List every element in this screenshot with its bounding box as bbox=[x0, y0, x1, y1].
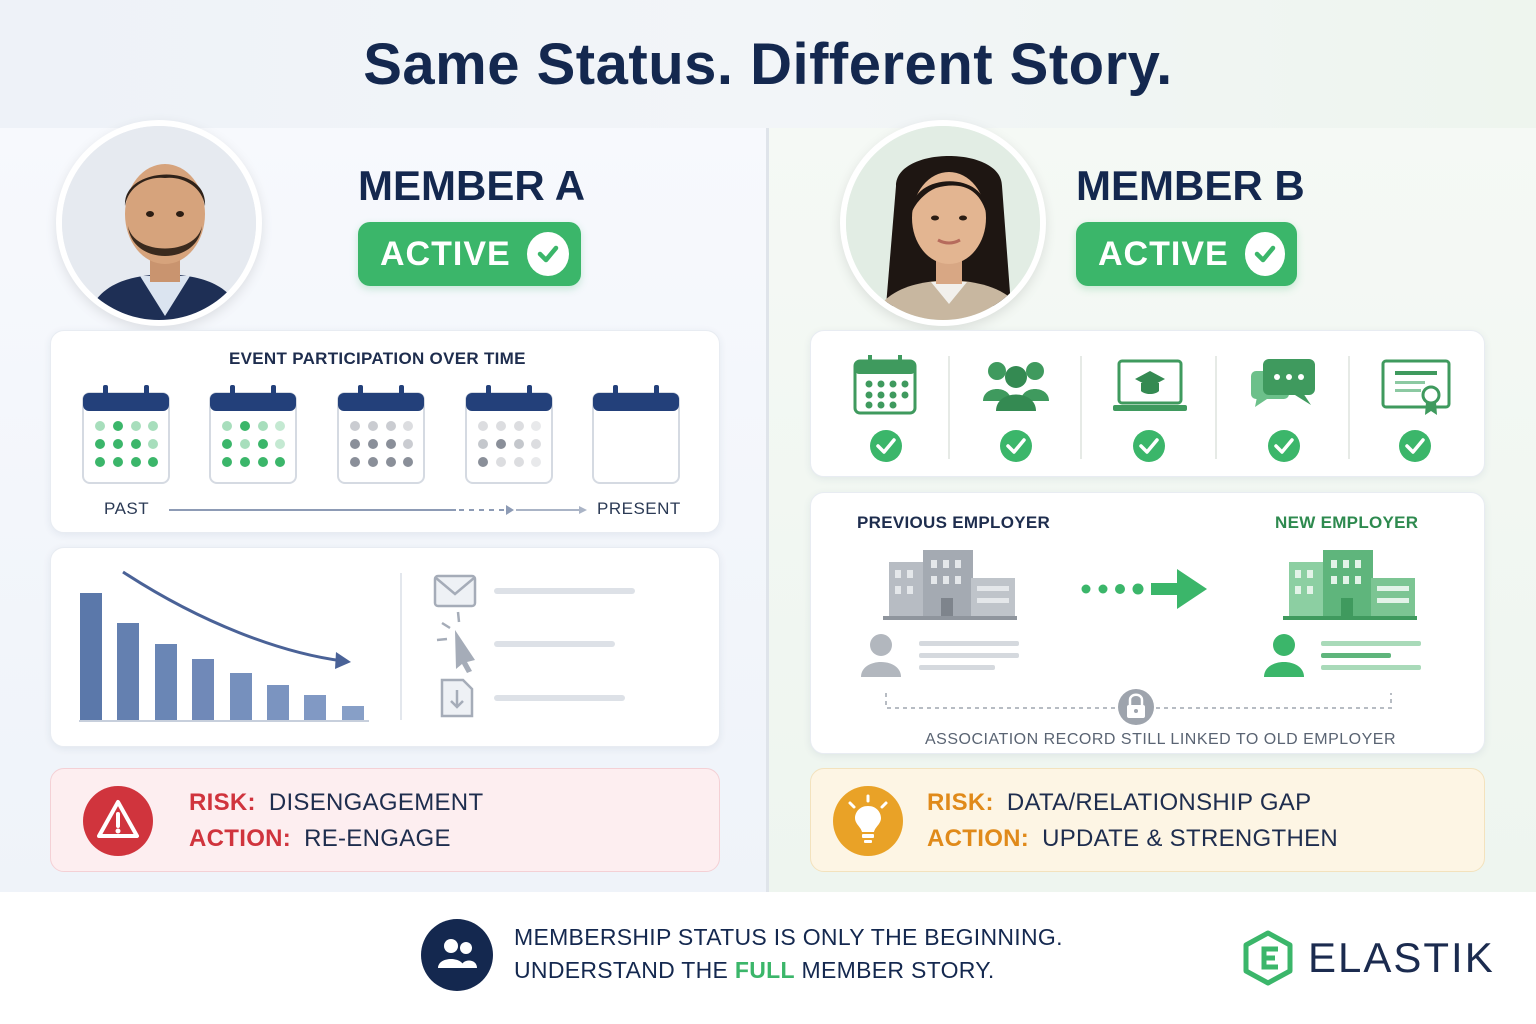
group-icon bbox=[983, 362, 1049, 411]
previous-employer-label: PREVIOUS EMPLOYER bbox=[857, 513, 1051, 532]
chat-bubbles-icon bbox=[1251, 359, 1315, 407]
footer: MEMBERSHIP STATUS IS ONLY THE BEGINNING.… bbox=[0, 892, 1536, 1024]
new-building-icon bbox=[1283, 550, 1417, 620]
check-icon bbox=[1000, 430, 1032, 462]
member-a-title: MEMBER A bbox=[358, 162, 586, 209]
footer-line-2-highlight: FULL bbox=[734, 957, 795, 983]
header: Same Status. Different Story. bbox=[0, 0, 1536, 128]
action-key: ACTION: bbox=[189, 825, 292, 852]
timeline-start-label: PAST bbox=[104, 499, 150, 518]
member-a-risk-card: RISK: DISENGAGEMENT ACTION: RE-ENGAGE bbox=[50, 768, 720, 872]
member-b-risk-card: RISK: DATA/RELATIONSHIP GAP ACTION: UPDA… bbox=[810, 768, 1485, 872]
check-icon bbox=[870, 430, 902, 462]
certificate-icon bbox=[1381, 359, 1451, 415]
participation-title: EVENT PARTICIPATION OVER TIME bbox=[229, 349, 526, 368]
member-a-action-line: ACTION: RE-ENGAGE bbox=[189, 825, 451, 853]
member-b-avatar bbox=[840, 120, 1046, 326]
risk-key: RISK: bbox=[189, 789, 256, 816]
old-building-icon bbox=[883, 550, 1017, 620]
member-a-avatar bbox=[56, 120, 262, 326]
risk-key: RISK: bbox=[927, 789, 994, 816]
member-b-status-text: ACTIVE bbox=[1098, 234, 1229, 273]
check-icon bbox=[1399, 430, 1431, 462]
laptop-graduation-icon bbox=[1113, 359, 1187, 411]
action-value: UPDATE & STRENGTHEN bbox=[1042, 825, 1339, 852]
elastik-logo-icon bbox=[1243, 930, 1293, 986]
member-a-risk-line: RISK: DISENGAGEMENT bbox=[189, 789, 483, 817]
panel-divider bbox=[766, 128, 769, 892]
new-employer-label: NEW EMPLOYER bbox=[1275, 513, 1419, 532]
activity-icons-row bbox=[853, 355, 1451, 462]
check-icon bbox=[526, 232, 569, 276]
member-b-title: MEMBER B bbox=[1076, 162, 1305, 209]
participation-card: EVENT PARTICIPATION OVER TIME bbox=[50, 330, 720, 533]
check-icon bbox=[1244, 232, 1285, 276]
footer-line-2: UNDERSTAND THE FULL MEMBER STORY. bbox=[514, 957, 995, 984]
lock-icon bbox=[1118, 689, 1154, 725]
download-document-icon bbox=[440, 678, 474, 718]
member-a-status-badge: ACTIVE bbox=[358, 222, 581, 286]
action-value: RE-ENGAGE bbox=[304, 825, 451, 852]
check-icon bbox=[1268, 430, 1300, 462]
mail-icon bbox=[433, 574, 477, 608]
calendar-icon bbox=[337, 385, 425, 484]
person-icon bbox=[1264, 634, 1304, 677]
calendar-icon bbox=[465, 385, 553, 484]
employer-card: PREVIOUS EMPLOYER NEW EMPLOYER bbox=[810, 492, 1485, 754]
risk-value: DISENGAGEMENT bbox=[268, 789, 484, 816]
check-icon bbox=[1133, 430, 1165, 462]
man-portrait-icon bbox=[62, 126, 256, 320]
employer-note: ASSOCIATION RECORD STILL LINKED TO OLD E… bbox=[925, 731, 1397, 748]
member-b-action-line: ACTION: UPDATE & STRENGTHEN bbox=[927, 825, 1338, 853]
declining-bar-chart bbox=[79, 570, 635, 722]
footer-line-2-post: MEMBER STORY. bbox=[794, 957, 995, 983]
footer-line-2-pre: UNDERSTAND THE bbox=[514, 957, 735, 983]
page-title: Same Status. Different Story. bbox=[363, 31, 1173, 97]
calendar-icon bbox=[592, 385, 680, 484]
lightbulb-icon bbox=[833, 786, 903, 856]
calendar-icon bbox=[209, 385, 297, 484]
member-b-status-badge: ACTIVE bbox=[1076, 222, 1297, 286]
calendar-icon bbox=[82, 385, 170, 484]
footer-line-1: MEMBERSHIP STATUS IS ONLY THE BEGINNING. bbox=[514, 924, 1063, 950]
action-key: ACTION: bbox=[927, 825, 1030, 852]
engagement-decline-card bbox=[50, 547, 720, 747]
employer-transition-graphic bbox=[861, 550, 1421, 725]
arrow-right-icon bbox=[1081, 569, 1207, 609]
risk-value: DATA/RELATIONSHIP GAP bbox=[1006, 789, 1312, 816]
warning-icon bbox=[83, 786, 153, 856]
activity-card bbox=[810, 330, 1485, 477]
member-a-status-text: ACTIVE bbox=[380, 234, 511, 273]
person-icon bbox=[861, 634, 901, 677]
timeline-end-label: PRESENT bbox=[597, 499, 681, 518]
member-b-risk-line: RISK: DATA/RELATIONSHIP GAP bbox=[927, 789, 1311, 817]
calendar-row bbox=[82, 385, 680, 515]
calendar-icon bbox=[853, 355, 917, 415]
elastik-logo-text: ELASTIK bbox=[1308, 934, 1495, 981]
cursor-click-icon bbox=[436, 611, 475, 673]
members-icon bbox=[421, 919, 493, 991]
